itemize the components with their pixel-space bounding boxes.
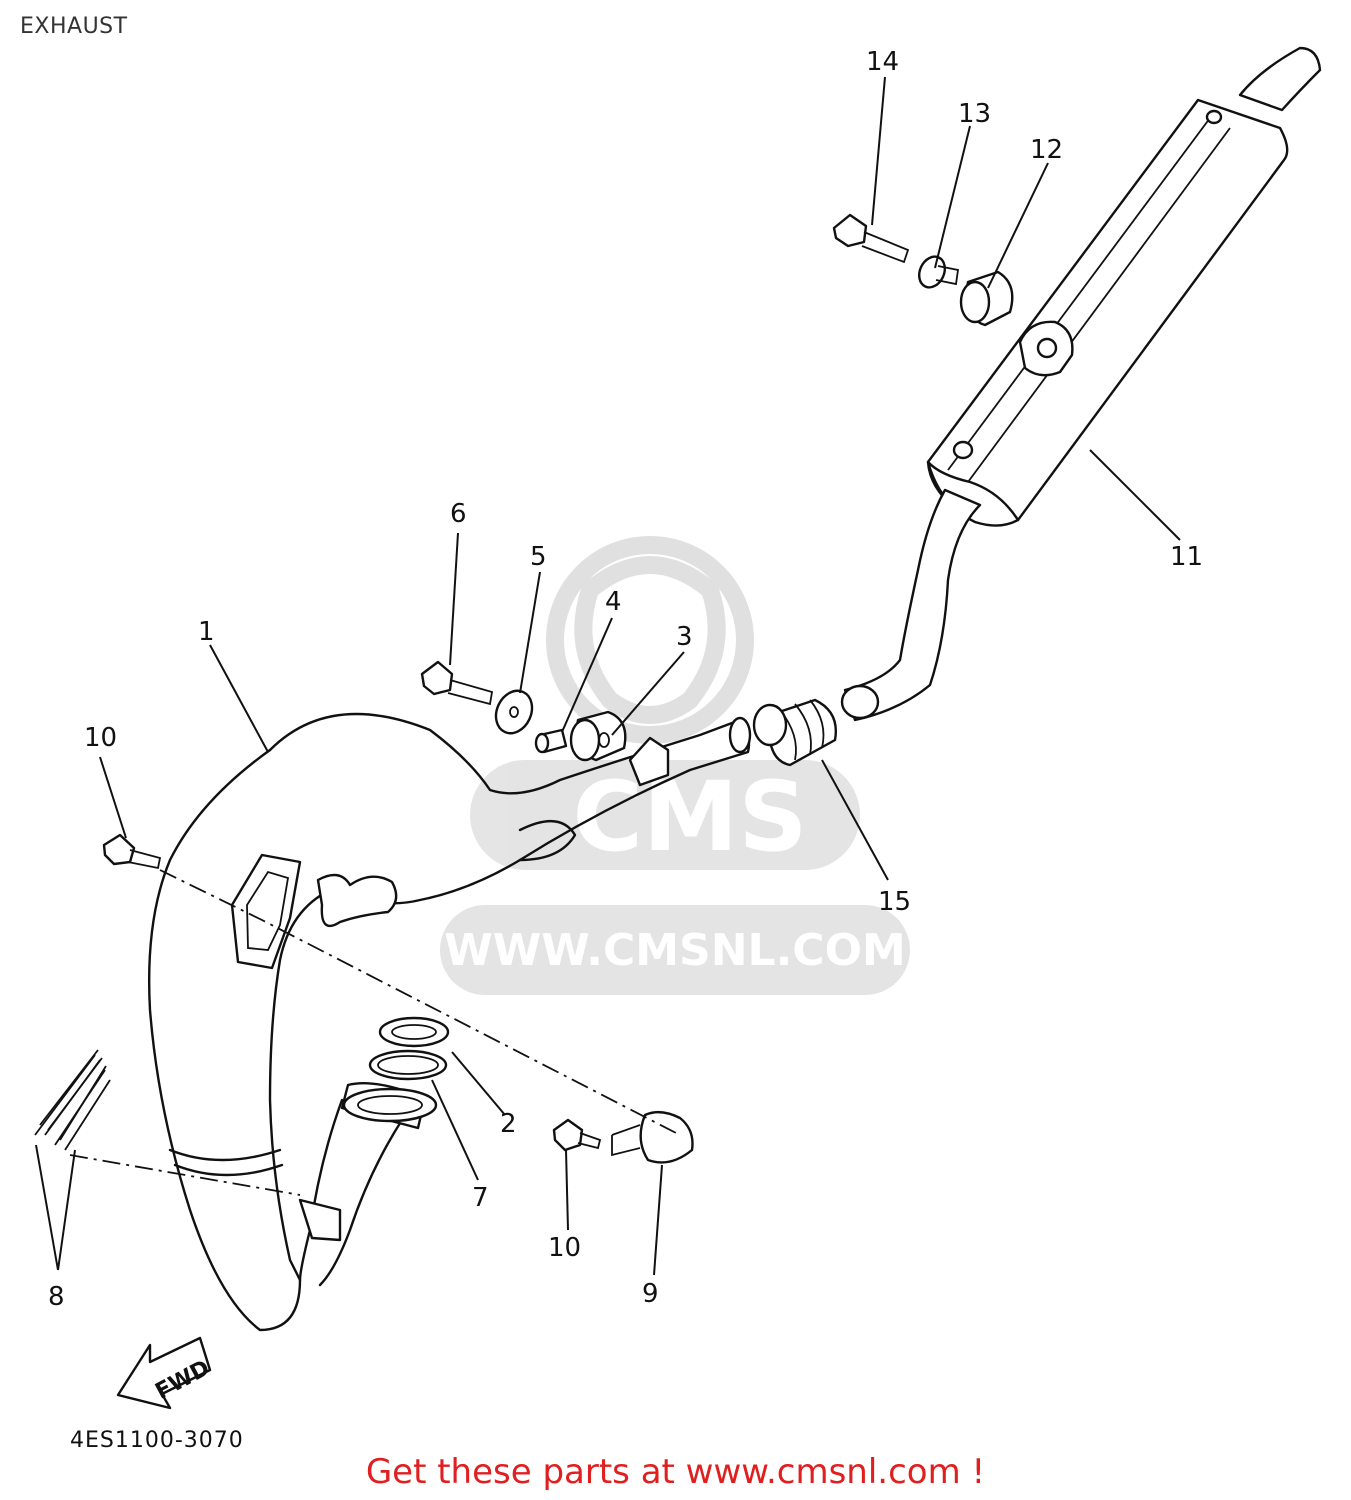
part-6-bolt [420,660,494,706]
part-4-collar [534,728,568,754]
callout-6: 6 [450,499,467,529]
callout-9: 9 [642,1279,659,1309]
part-1-expansion-chamber [147,712,752,1332]
part-8-spring [34,1049,111,1151]
part-7-gasket [368,1049,448,1081]
part-12-damper [959,270,1014,327]
leader-lines [35,76,1181,1276]
callout-5: 5 [530,542,547,572]
watermark-logo [546,536,754,744]
callout-3: 3 [676,622,693,652]
callout-numbers: 1 2 3 4 5 6 7 8 9 10 10 11 12 13 14 15 [48,47,1203,1312]
cms-watermark: CMS WWW.CMSNL.COM [440,536,910,995]
callout-11: 11 [1170,542,1203,572]
watermark-url-bar [440,905,910,995]
callout-7: 7 [472,1183,489,1213]
callout-15: 15 [878,887,911,917]
exhaust-diagram: CMS WWW.CMSNL.COM [34,46,1322,1450]
callout-13: 13 [958,99,991,129]
part-15-joint [752,698,837,767]
part-3-damper [569,710,627,762]
part-11-silencer [840,46,1322,722]
drawing-code: 4ES1100-3070 [70,1428,244,1450]
watermark-cms-badge [470,760,860,870]
part-2-gasket [378,1016,450,1048]
part-9-bracket [611,1110,694,1164]
callout-8: 8 [48,1282,65,1312]
callout-10-upper: 10 [84,723,117,753]
callout-10-lower: 10 [548,1233,581,1263]
callout-12: 12 [1030,135,1063,165]
watermark-cms-text: CMS [572,761,807,873]
part-14-bolt [832,213,910,264]
fwd-arrow: FWD [116,1336,214,1410]
callout-4: 4 [605,587,622,617]
part-10-bolt-lower [552,1118,602,1152]
footer-link[interactable]: Get these parts at www.cmsnl.com ! [365,1452,986,1492]
watermark-url-text: WWW.CMSNL.COM [444,925,906,976]
assembly-axes [69,869,681,1196]
part-5-washer [494,689,534,735]
page-title: EXHAUST [20,14,128,39]
part-10-bolt-upper [102,833,162,870]
part-13-collar [917,255,960,289]
callout-14: 14 [866,47,899,77]
callout-1: 1 [198,617,215,647]
callout-2: 2 [500,1109,517,1139]
